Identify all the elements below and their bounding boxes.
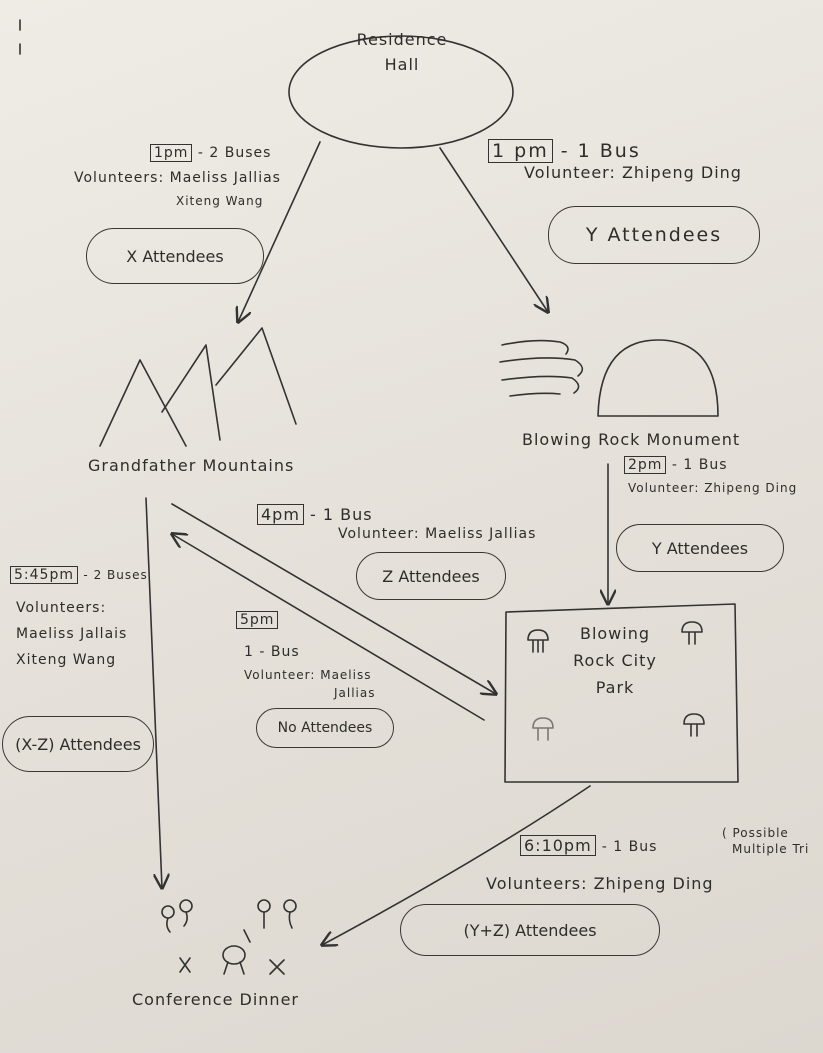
time-box: 2pm (624, 456, 666, 474)
volunteers-grandfather-to-dinner: Volunteers: (16, 600, 106, 616)
people-icon (162, 900, 296, 974)
route-label-to-monument: 1 pm - 1 Bus (488, 140, 641, 162)
volunteers-park-to-dinner: Volunteers: Zhipeng Ding (486, 874, 714, 893)
time-box: 5pm (236, 611, 278, 629)
note-park-to-dinner: ( Possible (722, 826, 789, 840)
volunteers-grandfather-to-dinner-2: Maeliss Jallais (16, 626, 127, 642)
attendees-cloud-grandfather-to-dinner: (X-Z) Attendees (2, 716, 154, 772)
mountain-icon (100, 360, 186, 446)
route-label-park-to-grandfather: 5pm (236, 612, 278, 628)
volunteers-monument-to-park: Volunteer: Zhipeng Ding (628, 481, 797, 495)
time-box: 1pm (150, 144, 192, 162)
tree-icon (684, 714, 704, 736)
wind-icon (500, 358, 582, 376)
route-label-park-to-dinner: 6:10pm - 1 Bus (520, 836, 657, 855)
time-box: 5:45pm (10, 566, 78, 584)
attendees-cloud-park-to-dinner: (Y+Z) Attendees (400, 904, 660, 956)
note-park-to-dinner-2: Multiple Tri (732, 842, 809, 856)
arrow-grandfather-to-dinner (146, 498, 162, 888)
blowing-rock-monument-label: Blowing Rock Monument (522, 430, 740, 449)
volunteers-to-monument: Volunteer: Zhipeng Ding (524, 163, 742, 182)
city-park-label: Blowing Rock City Park (540, 624, 690, 697)
time-box: 1 pm (488, 139, 553, 163)
wind-icon (510, 393, 560, 396)
buses-park-to-grandfather: 1 - Bus (244, 644, 300, 660)
route-label-to-grandfather: 1pm - 2 Buses (150, 145, 271, 161)
route-label-grandfather-to-park: 4pm - 1 Bus (257, 505, 373, 524)
time-box: 6:10pm (520, 835, 596, 856)
volunteers-park-to-grandfather: Volunteer: Maeliss (244, 668, 371, 682)
volunteers-grandfather-to-park: Volunteer: Maeliss Jallias (338, 526, 536, 542)
route-label-grandfather-to-dinner: 5:45pm - 2 Buses (10, 567, 148, 583)
time-box: 4pm (257, 504, 304, 525)
wind-icon (502, 341, 568, 354)
tree-icon (533, 718, 553, 740)
attendees-cloud-to-grandfather: X Attendees (86, 228, 264, 284)
conference-dinner-label: Conference Dinner (132, 990, 299, 1009)
dome-icon (598, 340, 718, 416)
mountain-icon (162, 345, 220, 440)
volunteers-to-grandfather: Volunteers: Maeliss Jallias (74, 170, 281, 186)
volunteers-to-grandfather-2: Xiteng Wang (176, 194, 263, 208)
attendees-cloud-grandfather-to-park: Z Attendees (356, 552, 506, 600)
grandfather-mountains-label: Grandfather Mountains (88, 456, 294, 475)
residence-hall-label: Residence Hall (332, 30, 472, 74)
volunteers-park-to-grandfather-2: Jallias (334, 686, 376, 700)
attendees-cloud-park-to-grandfather: No Attendees (256, 708, 394, 748)
attendees-cloud-monument-to-park: Y Attendees (616, 524, 784, 572)
volunteers-grandfather-to-dinner-3: Xiteng Wang (16, 652, 116, 668)
attendees-cloud-to-monument: Y Attendees (548, 206, 760, 264)
route-label-monument-to-park: 2pm - 1 Bus (624, 457, 728, 473)
wind-icon (502, 376, 579, 393)
mountain-icon (216, 328, 296, 424)
